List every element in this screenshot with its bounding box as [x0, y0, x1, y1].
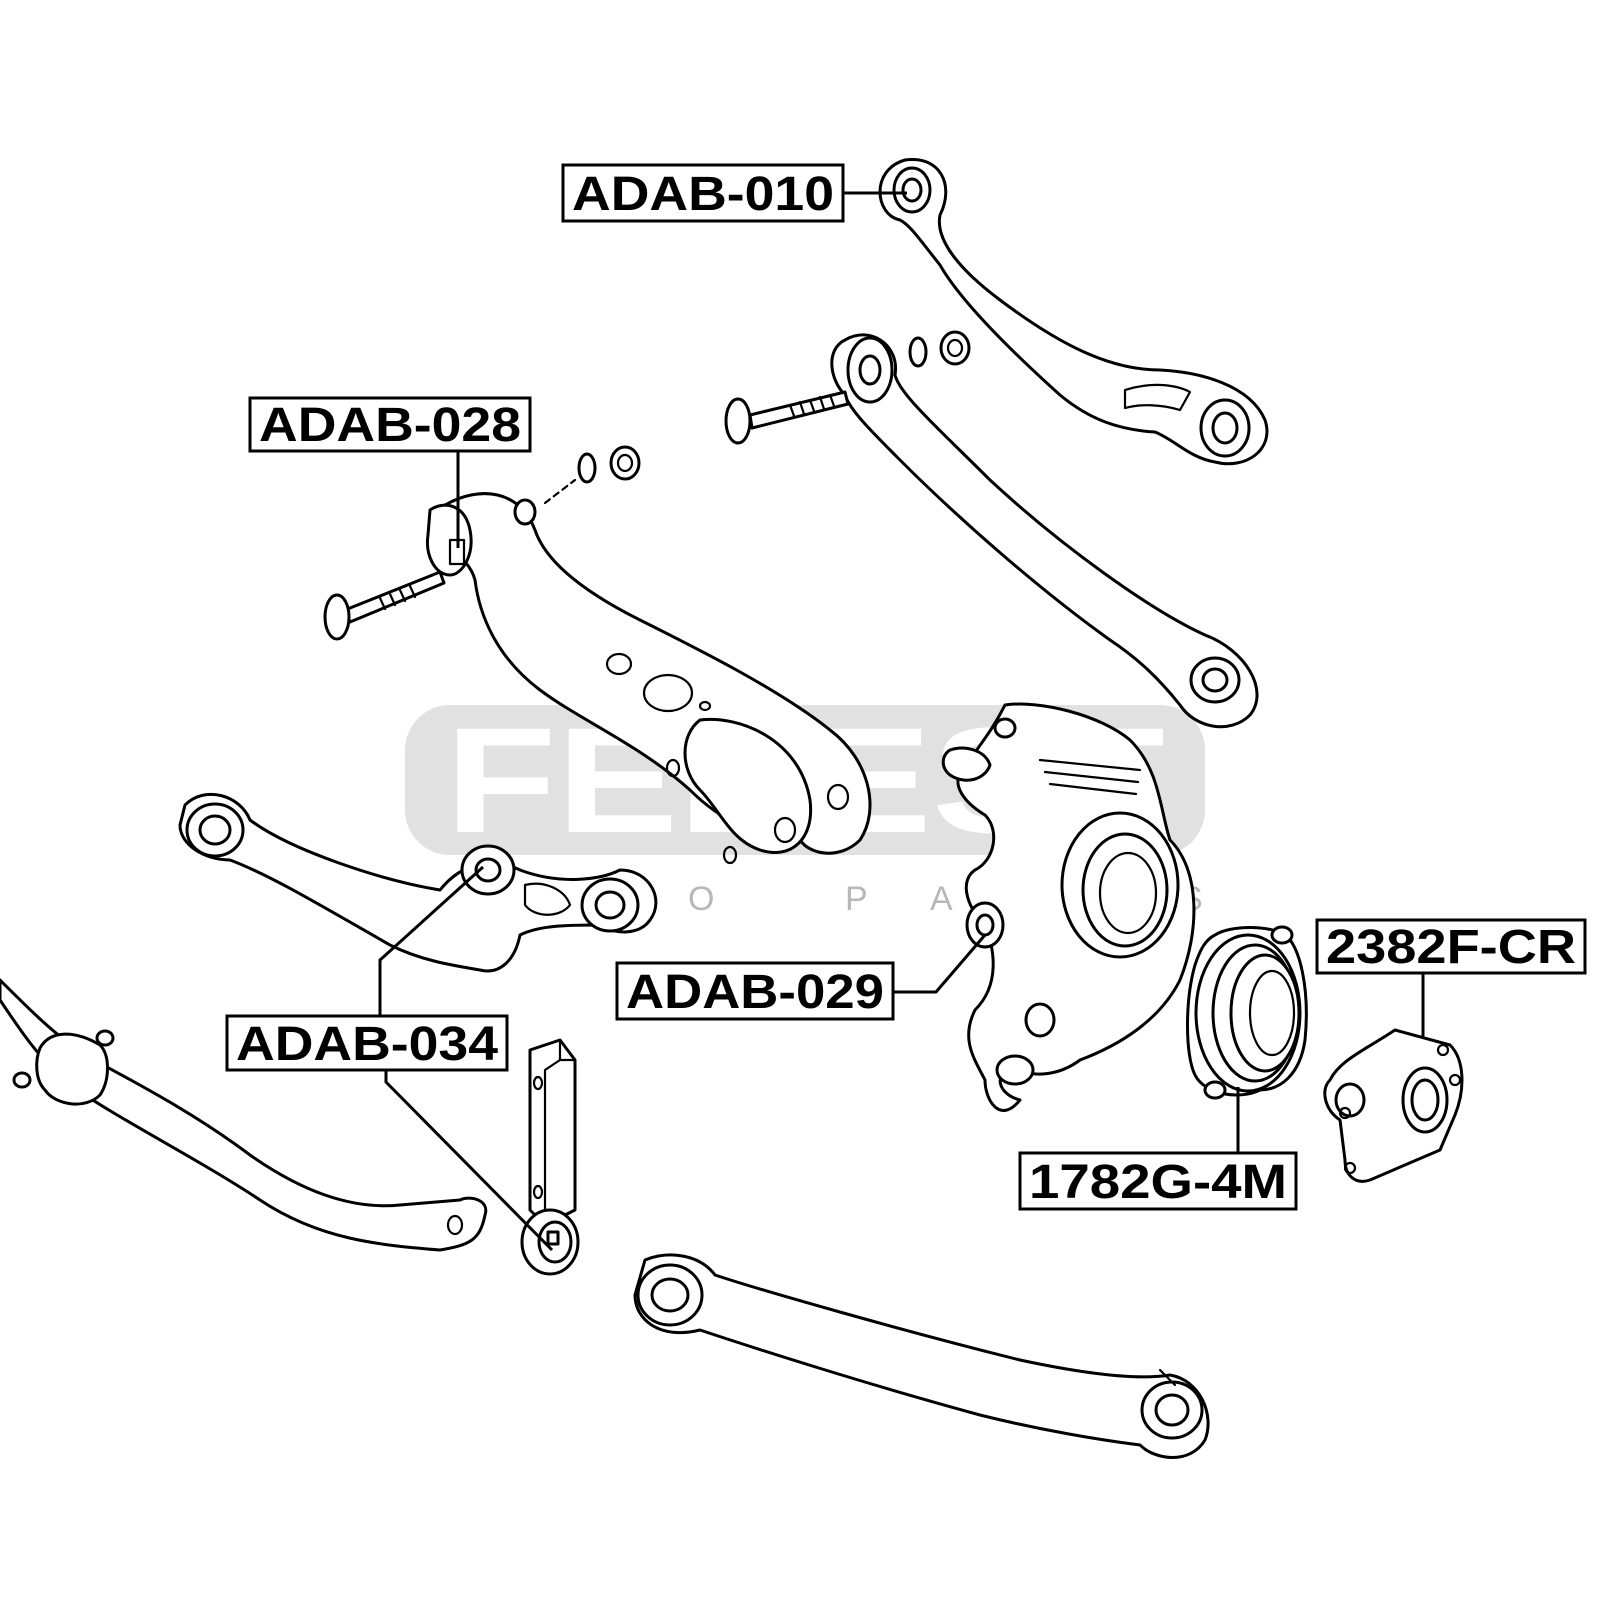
leader-adab-034-upper [378, 865, 485, 1016]
washer [908, 336, 928, 368]
tagline-letter: P [845, 880, 868, 918]
leader-adab-034-lower [384, 1070, 554, 1252]
nut [609, 445, 641, 481]
lower-control-arm [323, 445, 872, 865]
part-number-label: ADAB-029 [626, 966, 884, 1019]
part-number-label: ADAB-028 [259, 399, 521, 452]
leader-lines [378, 191, 1425, 1252]
leader-adab-029 [893, 934, 987, 994]
stabilizer-link [520, 1038, 580, 1276]
part-number-label: 2382F-CR [1326, 921, 1576, 974]
callout-box [1315, 918, 1587, 975]
callout-box [561, 163, 845, 223]
washer [577, 452, 597, 484]
part-number-label: ADAB-010 [572, 168, 834, 221]
callout-box [248, 396, 532, 453]
stabilizer-bar [0, 978, 488, 1252]
nut [939, 330, 971, 366]
callout-adab-034[interactable]: ADAB-034 [225, 1014, 509, 1072]
callout-box [1018, 1151, 1298, 1211]
callout-2382f-cr[interactable]: 2382F-CR [1315, 918, 1587, 975]
callout-adab-028[interactable]: ADAB-028 [248, 396, 532, 453]
left-wishbone-arm [178, 792, 658, 973]
tagline-letter: A [930, 880, 953, 918]
part-number-label: ADAB-034 [236, 1018, 498, 1071]
part-number-label: 1782G-4M [1029, 1156, 1287, 1209]
tagline-letter: O [688, 880, 714, 918]
hub-bearing [1186, 925, 1308, 1100]
callout-box [225, 1014, 509, 1072]
hub-flange [1323, 1028, 1464, 1183]
callout-adab-010[interactable]: ADAB-010 [561, 163, 845, 223]
callout-1782g-4m[interactable]: 1782G-4M [1018, 1151, 1298, 1211]
bolt [323, 570, 446, 641]
lower-straight-link [633, 1253, 1210, 1459]
callout-box [615, 961, 895, 1021]
upper-straight-link [724, 330, 1259, 729]
bolt [724, 390, 850, 445]
callout-adab-029[interactable]: ADAB-029 [615, 961, 895, 1021]
wheel-knuckle [941, 702, 1196, 1112]
upper-curved-arm [878, 157, 1269, 466]
